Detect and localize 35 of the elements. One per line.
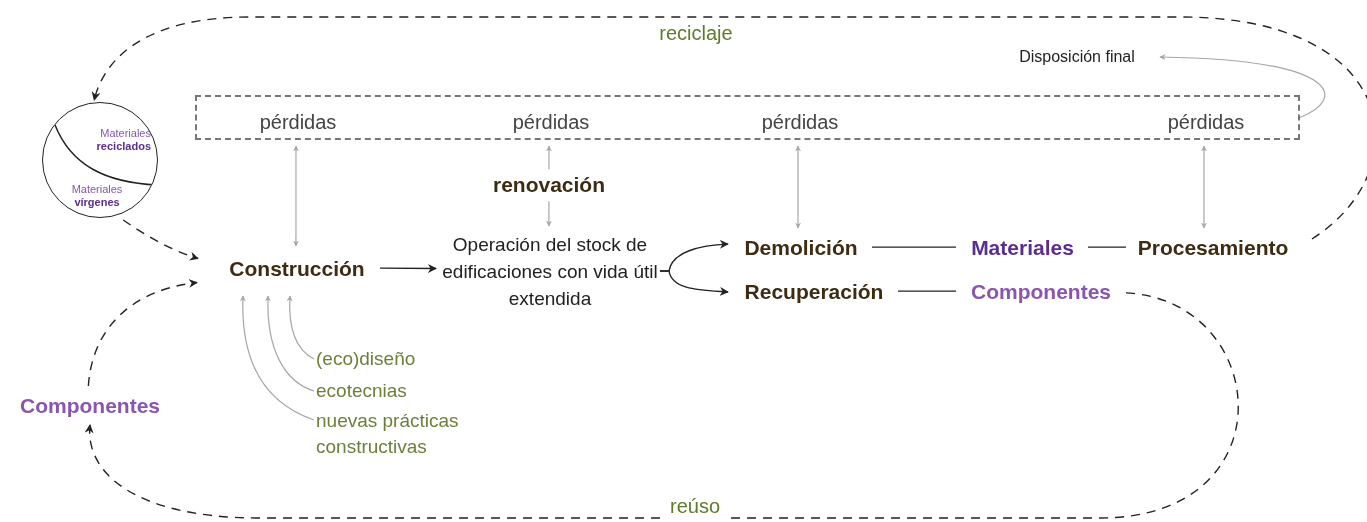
material-type-label: Materiales vírgenes [70, 183, 124, 209]
loss-boundary-box [195, 95, 1300, 140]
connector-line [871, 246, 957, 248]
dashed-flow-arrow [87, 279, 198, 387]
strategy-label: ecotecnias [316, 378, 407, 403]
flow-label: Componentes [20, 393, 160, 420]
flow-label: Materiales [971, 235, 1074, 262]
dashed-flow-arrow [85, 292, 1239, 519]
loss-label: pérdidas [761, 110, 839, 135]
strategy-label: nuevas prácticas constructivas [316, 409, 460, 459]
dashed-flow-arrow [122, 219, 199, 261]
dashed-flow-arrow [92, 16, 1367, 240]
arrow [286, 295, 315, 360]
connector-line [1087, 246, 1127, 248]
stage-label: Procesamiento [1137, 235, 1289, 262]
stage-label: Construcción [229, 256, 365, 283]
arrow [265, 295, 315, 392]
strategy-label: (eco)diseño [316, 346, 416, 371]
stage-label: Demolición [744, 235, 858, 262]
stage-label: Operación del stock de edificaciones con vida útil extendida [441, 232, 659, 311]
loss-label: pérdidas [512, 110, 590, 135]
arrow [1159, 54, 1326, 119]
loss-label: pérdidas [1167, 110, 1245, 135]
stage-label: Recuperación [744, 279, 884, 306]
arrow [795, 145, 802, 229]
destination-label: Disposición final [1019, 47, 1135, 67]
loss-label: pérdidas [259, 110, 337, 135]
arrow [1200, 145, 1207, 229]
arrow [379, 264, 437, 273]
arrow [292, 145, 299, 247]
arrow [240, 295, 315, 421]
connector-line [897, 290, 957, 292]
flow-label: Componentes [971, 279, 1111, 306]
material-type-label: Materiales reciclados [95, 127, 151, 153]
arrow [659, 270, 729, 296]
